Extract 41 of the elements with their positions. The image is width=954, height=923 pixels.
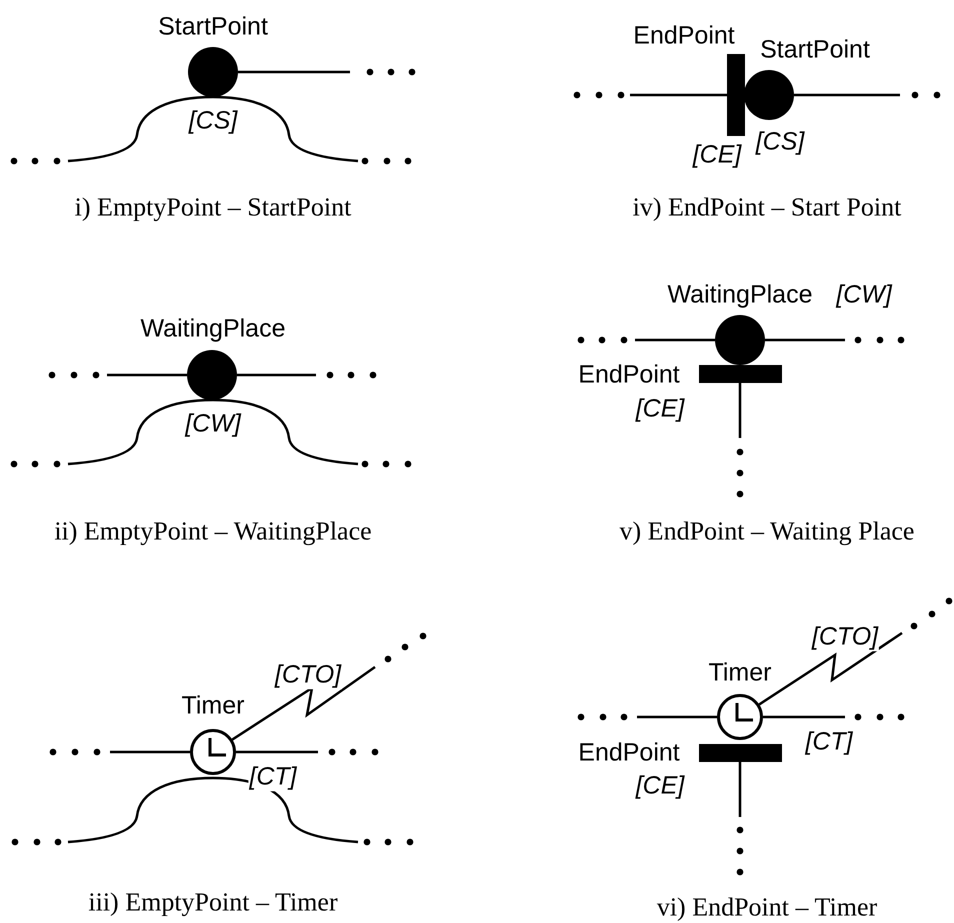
node-label: Timer — [182, 692, 244, 720]
caption: v) EndPoint – Waiting Place — [620, 518, 914, 546]
caption: i) EmptyPoint – StartPoint — [74, 194, 352, 222]
edge-label: [CT] — [248, 763, 298, 791]
connector-line — [107, 374, 187, 376]
node-label: WaitingPlace — [140, 315, 286, 343]
condition-label: [CS] — [188, 107, 238, 135]
node-label: WaitingPlace — [668, 281, 812, 309]
caption: iii) EmptyPoint – Timer — [88, 888, 338, 918]
connector-line — [758, 632, 903, 706]
connector-line — [637, 716, 717, 718]
connector-line — [763, 716, 845, 718]
node-label: EndPoint — [578, 361, 680, 389]
connector-line — [232, 666, 376, 741]
connector-line — [794, 94, 900, 96]
connector-line — [765, 338, 845, 342]
connector-line — [738, 383, 742, 438]
caption: ii) EmptyPoint – WaitingPlace — [54, 518, 372, 546]
connector-line — [635, 338, 715, 342]
condition-label: [CE] — [636, 395, 684, 423]
edge-label: [CTO] — [810, 623, 880, 651]
condition-label: [CE] — [692, 141, 742, 169]
connector-line — [237, 374, 316, 376]
node-label: StartPoint — [760, 36, 870, 64]
node-label: StartPoint — [158, 13, 268, 41]
connector-line — [738, 762, 742, 817]
connector-line — [110, 750, 190, 754]
condition-label: [CW] — [185, 410, 241, 438]
node-label: Timer — [708, 659, 772, 687]
connector-line — [630, 94, 727, 96]
caption: vi) EndPoint – Timer — [656, 894, 878, 922]
caption: iv) EndPoint – Start Point — [632, 194, 902, 222]
condition-label: [CW] — [836, 281, 892, 309]
edge-label: [CTO] — [274, 661, 342, 689]
edge-label: [CT] — [804, 728, 854, 756]
condition-label: [CE] — [636, 772, 684, 800]
node-label: EndPoint — [578, 739, 680, 767]
connector-line — [238, 70, 350, 74]
condition-label: [CS] — [756, 128, 804, 156]
node-label: EndPoint — [633, 22, 735, 50]
connector-line — [236, 750, 318, 754]
